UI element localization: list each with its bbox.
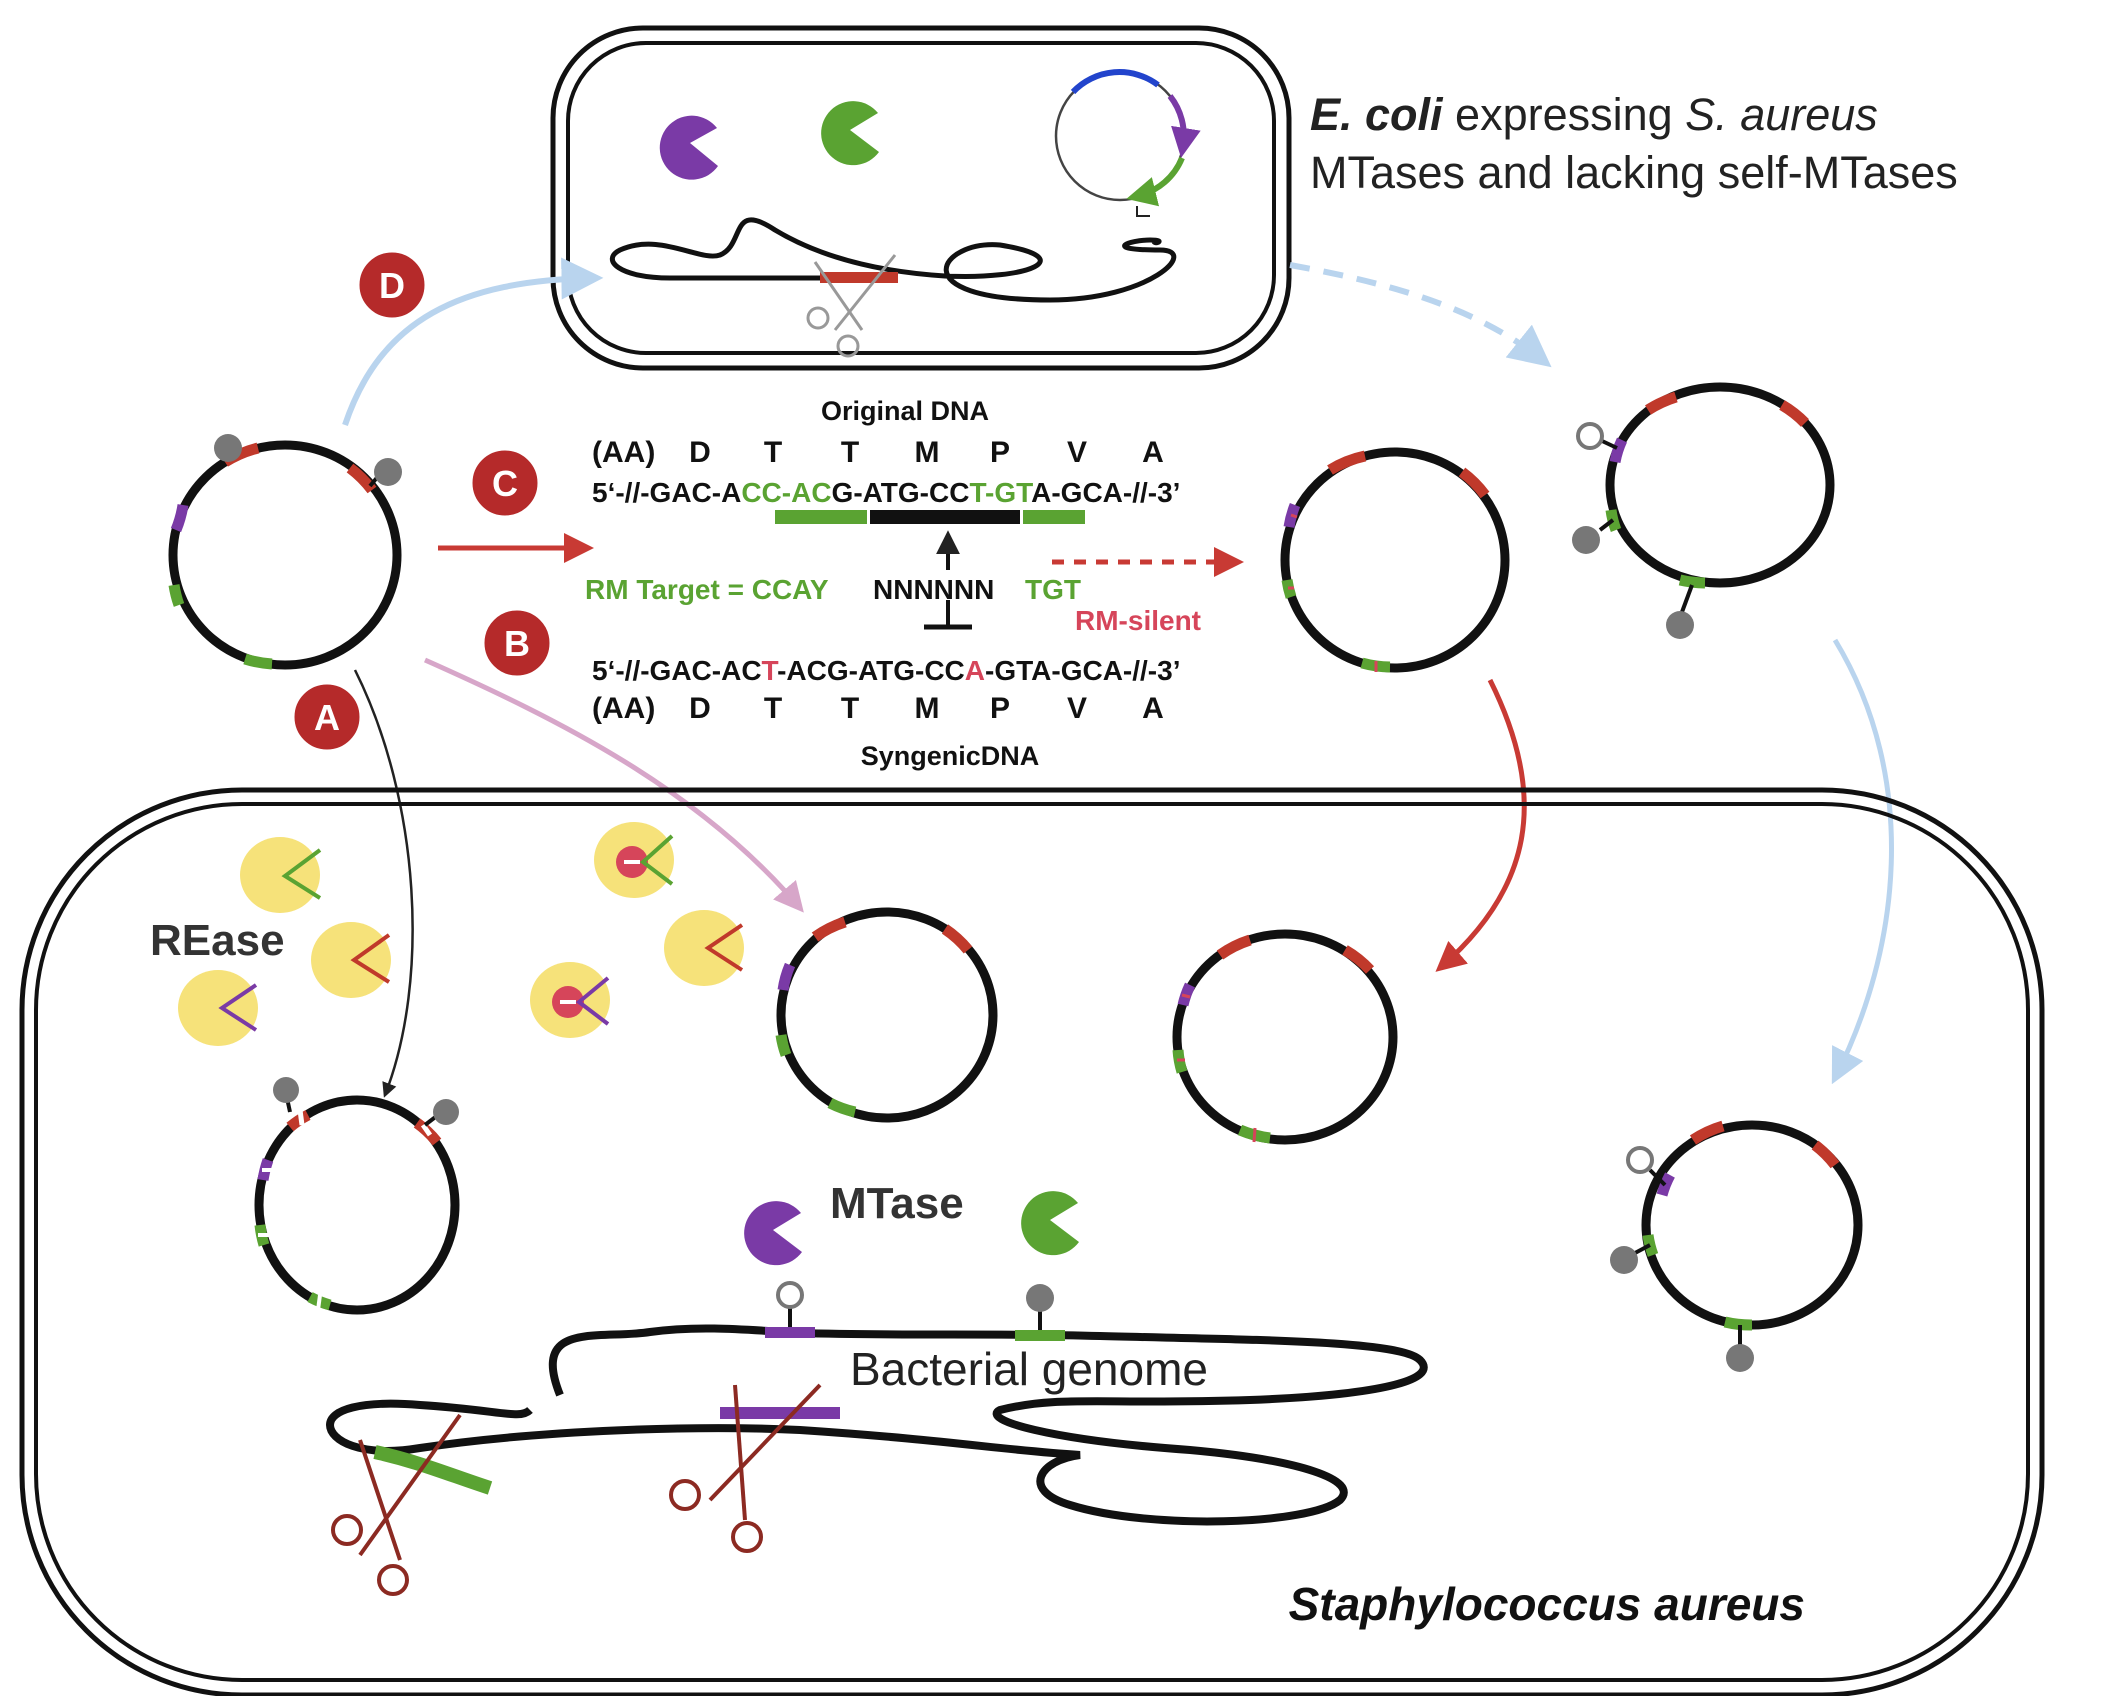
nnnnnn-label: NNNNNN [873,574,994,605]
aa-letter-bottom: A [1142,692,1164,725]
purple-mtase-icon [744,1201,802,1266]
syngenic-plasmid-in-cell [1172,929,1398,1145]
methylated-plasmid-in-cell [1610,1120,1863,1372]
aa-tag-bottom: (AA) [592,692,655,725]
svg-text:B: B [504,623,530,664]
inhibited-rease-green-icon [594,822,674,898]
syngenic-sequence: 5‘-//-GAC-ACT-ACG-ATG-CCA-GTA-GCA-//-3’ [592,655,1180,686]
aa-letter-top: A [1142,436,1164,469]
green-site-bar-left [775,510,867,524]
gray-scissors-icon [806,254,897,358]
genome-green-site [373,1445,493,1495]
original-dna-title: Original DNA [821,396,989,426]
genome-purple-site-methylated [765,1327,815,1338]
bacterial-genome [325,1324,1428,1526]
genome-green-site-methylated [1015,1330,1065,1341]
syngenic-dna-title: SyngenicDNA [861,741,1040,771]
aa-letter-bottom: P [990,692,1010,725]
arrow-b [423,657,804,913]
saureus-cell [19,787,2045,1696]
ecoli-cell [550,25,1292,371]
inhibited-rease-purple-icon [530,962,610,1038]
aa-letter-top: T [841,436,859,469]
svg-text:D: D [379,265,405,306]
hemimethyl-mark-icon [776,1281,804,1309]
svg-text:A: A [314,697,340,738]
rm-silent-label: RM-silent [1075,605,1201,636]
syngenic-plasmid [1280,447,1510,673]
badge-b: B [481,607,553,679]
black-spacer-bar [870,510,1020,524]
arrow-ecoli-to-plasmid [1289,262,1552,368]
green-mtase-icon [1021,1191,1079,1256]
expression-plasmid [1054,69,1201,217]
rease-green-icon [240,837,322,913]
purple-mtase-icon [659,115,718,180]
aa-letter-top: P [990,436,1010,469]
rm-target-label: RM Target = CCAY [585,574,829,605]
green-mtase-icon [821,101,879,166]
red-scissors-icon [331,1413,462,1596]
arrow-a [353,669,414,1098]
rease-enzymes [178,822,744,1046]
aa-letter-top: V [1067,436,1087,469]
red-scissors-icon [669,1383,822,1553]
badge-d: D [356,249,428,321]
mtase-label: MTase [830,1179,964,1228]
aa-letter-bottom: V [1067,692,1087,725]
cut-plasmid [254,1077,460,1315]
ecoli-label-line1: E. coli expressing S. aureus [1310,89,1878,140]
tgt-label: TGT [1025,574,1081,605]
aa-letter-top: D [689,436,711,469]
aa-letter-top: T [764,436,782,469]
arrow-plasmid-to-saureus [1831,638,1894,1085]
methyl-mark-icon [1026,1284,1054,1312]
unmethylated-plasmid-in-cell [775,907,998,1123]
aa-letter-bottom: T [764,692,782,725]
rease-purple-icon [178,970,258,1046]
methylated-plasmid-top [1572,382,1835,639]
badge-a: A [291,681,363,753]
sequence-panel: Original DNA (AA) D T T M P V A 5‘-//-GA… [585,396,1201,771]
arrow-syngenic-to-saureus [1435,678,1527,972]
genome-label: Bacterial genome [850,1343,1208,1395]
arrow-d-to-ecoli [342,257,604,426]
aa-letter-top: M [915,436,940,469]
ecoli-label-line2: MTases and lacking self-MTases [1310,147,1958,198]
green-site-bar-right [1023,510,1085,524]
original-sequence: 5‘-//-GAC-ACC-ACG-ATG-CCT-GTA-GCA-//-3’ [592,477,1180,508]
rease-red-icon [664,910,744,986]
rease-label: REase [150,916,285,965]
ecoli-target-site [820,272,898,283]
svg-text:C: C [492,463,518,504]
genome-purple-site [720,1407,840,1419]
aa-letter-bottom: D [689,692,711,725]
aa-letter-bottom: M [915,692,940,725]
aa-letter-bottom: T [841,692,859,725]
ecoli-chromosome [610,217,1177,303]
rease-red-icon [311,922,391,998]
aa-tag-top: (AA) [592,436,655,469]
original-plasmid [168,434,402,670]
organism-label: Staphylococcus aureus [1289,1578,1805,1630]
badge-c: C [469,447,541,519]
